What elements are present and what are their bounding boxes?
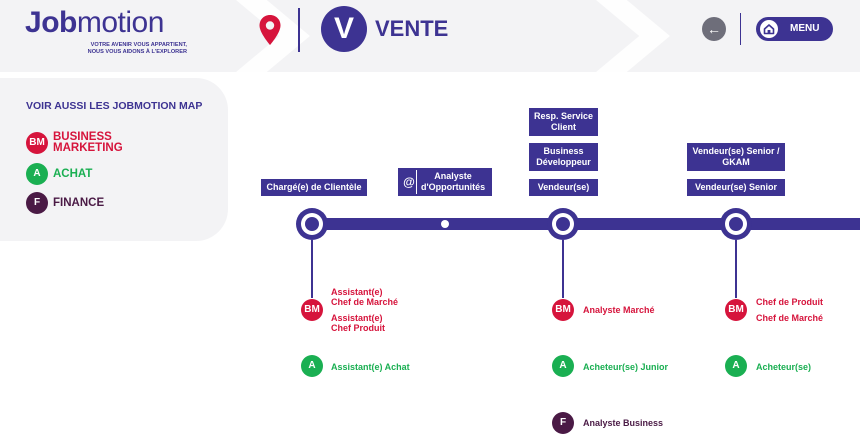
related-job-achat[interactable]: Acheteur(se) Junior: [583, 362, 669, 372]
achat-badge: A: [725, 355, 747, 377]
header-divider: [740, 13, 741, 45]
logo-tagline: VOTRE AVENIR VOUS APPARTIENT, NOUS VOUS …: [87, 42, 187, 55]
level-3-connector: [735, 240, 737, 298]
business-marketing-badge: BM: [552, 299, 574, 321]
page-title: VENTE: [375, 16, 449, 41]
job-vendeur[interactable]: Vendeur(se): [529, 179, 598, 196]
section-letter-badge: V: [321, 6, 367, 52]
achat-badge: A: [301, 355, 323, 377]
business-marketing-badge: BM: [301, 299, 323, 321]
career-timeline: [310, 218, 860, 230]
related-job-finance[interactable]: Analyste Business: [583, 418, 664, 428]
jobmotion-logo[interactable]: Jobmotion VOTRE AVENIR VOUS APPARTIENT, …: [25, 6, 205, 56]
level-1-connector: [311, 240, 313, 298]
menu-button[interactable]: MENU: [756, 17, 833, 41]
related-job-bm[interactable]: Assistant(e) Chef Produit: [331, 313, 385, 333]
at-sign-icon: @: [402, 170, 417, 194]
achat-badge: A: [26, 163, 48, 185]
home-icon: [760, 20, 778, 38]
timeline-midpoint: [441, 220, 449, 228]
business-marketing-badge: BM: [26, 132, 48, 154]
timeline-node-level-3[interactable]: [720, 208, 752, 240]
job-vendeur-senior[interactable]: Vendeur(se) Senior: [687, 179, 785, 196]
business-marketing-badge: BM: [725, 299, 747, 321]
logo-wordmark: Jobmotion: [25, 6, 164, 39]
header-chevron-decoration: [200, 0, 310, 72]
related-maps-title: VOIR AUSSI LES JOBMOTION MAP: [26, 100, 203, 112]
job-charge-de-clientele[interactable]: Chargé(e) de Clientèle: [261, 179, 367, 196]
job-vendeur-senior-gkam[interactable]: Vendeur(se) Senior /GKAM: [687, 143, 785, 171]
finance-badge: F: [26, 192, 48, 214]
related-job-bm[interactable]: Chef de Marché: [756, 313, 824, 323]
related-job-bm[interactable]: Analyste Marché: [583, 305, 655, 315]
timeline-node-level-1[interactable]: [296, 208, 328, 240]
level-2-connector: [562, 240, 564, 298]
menu-label: MENU: [790, 23, 820, 34]
map-pin-icon: [259, 15, 281, 45]
finance-badge: F: [552, 412, 574, 434]
related-maps-panel: VOIR AUSSI LES JOBMOTION MAP BM BUSINESS…: [0, 78, 228, 241]
related-job-bm[interactable]: Chef de Produit: [756, 297, 823, 307]
related-job-achat[interactable]: Assistant(e) Achat: [331, 362, 410, 372]
timeline-node-level-2[interactable]: [547, 208, 579, 240]
related-job-bm[interactable]: Assistant(e) Chef de Marché: [331, 287, 399, 307]
header-chevron-decoration: [560, 0, 670, 72]
header-divider: [298, 8, 300, 52]
arrow-left-icon: ←: [707, 21, 721, 37]
back-button[interactable]: ←: [702, 17, 726, 41]
header-bar: Jobmotion VOTRE AVENIR VOUS APPARTIENT, …: [0, 0, 860, 72]
related-job-achat[interactable]: Acheteur(se): [756, 362, 812, 372]
achat-badge: A: [552, 355, 574, 377]
